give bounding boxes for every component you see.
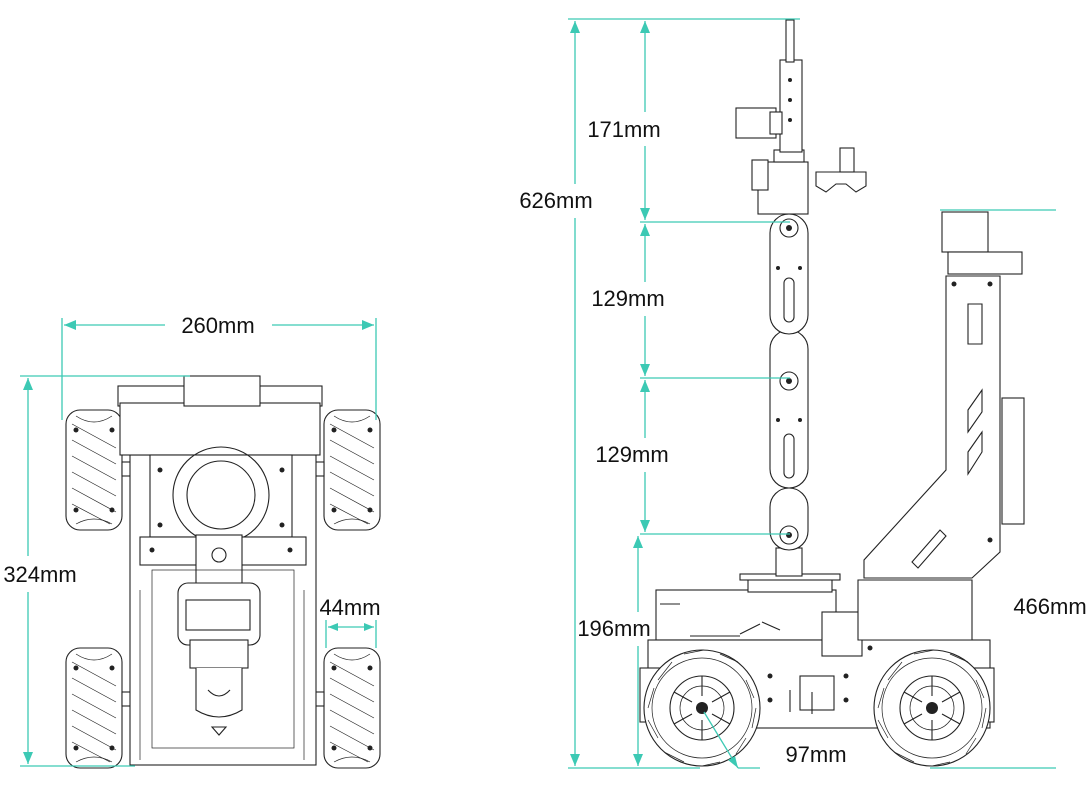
seg-lower-label: 129mm bbox=[595, 442, 668, 467]
seg-upper-label: 129mm bbox=[591, 286, 664, 311]
gripper-top bbox=[195, 668, 243, 718]
front-bumper bbox=[119, 402, 321, 456]
arm-segment-lower bbox=[769, 487, 809, 551]
top-view bbox=[65, 375, 381, 769]
rear-left-wheel bbox=[65, 647, 123, 769]
gripper-side bbox=[779, 59, 803, 153]
camera-top bbox=[183, 375, 261, 407]
arm-segment-upper bbox=[769, 213, 809, 335]
chassis-upper-side bbox=[655, 589, 837, 641]
front-right-wheel bbox=[323, 409, 381, 531]
seg-top-label: 171mm bbox=[587, 117, 660, 142]
side-view bbox=[639, 19, 1025, 767]
wheel-width-label: 44mm bbox=[319, 595, 380, 620]
depth-camera bbox=[941, 211, 989, 253]
screen bbox=[1001, 397, 1025, 525]
front-wheel-side bbox=[643, 649, 761, 767]
total-height-label: 626mm bbox=[519, 188, 592, 213]
rear-right-wheel bbox=[323, 647, 381, 769]
top-view-dimensions bbox=[20, 318, 377, 767]
camera-height-label: 466mm bbox=[1013, 594, 1086, 619]
rear-wheel-side bbox=[873, 649, 991, 767]
length-label: 324mm bbox=[3, 562, 76, 587]
wheel-diameter-label: 97mm bbox=[785, 742, 846, 767]
base-height-label: 196mm bbox=[577, 616, 650, 641]
front-left-wheel bbox=[65, 409, 123, 531]
side-view-dimensions bbox=[568, 18, 1056, 769]
width-label: 260mm bbox=[181, 313, 254, 338]
arm-segment-mid bbox=[769, 329, 809, 489]
camera-tower bbox=[863, 275, 1001, 579]
